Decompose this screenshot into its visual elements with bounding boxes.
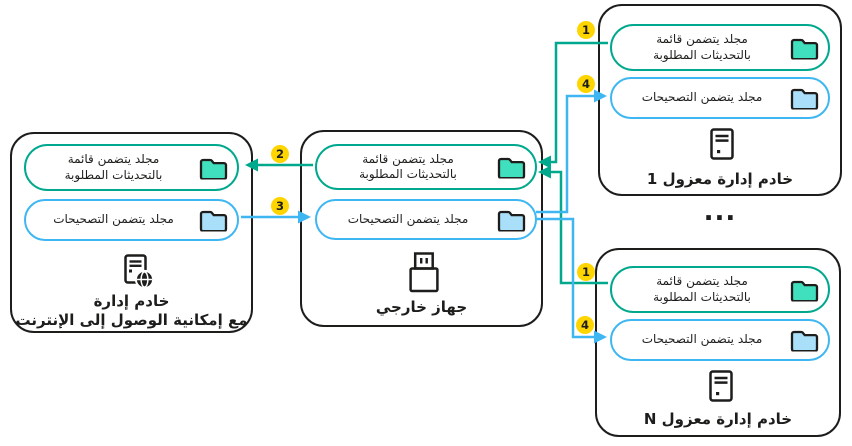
updates-list-label: مجلد يتضمن قائمة بالتحديثات المطلوبة [612, 274, 828, 305]
node-isolated-server-n: مجلد يتضمن قائمة بالتحديثات المطلوبة مجل… [595, 248, 841, 437]
node-isolated-server-1: مجلد يتضمن قائمة بالتحديثات المطلوبة مجل… [598, 4, 842, 196]
updates-list-line1: مجلد يتضمن قائمة [656, 32, 748, 46]
blue-folder-icon [497, 208, 526, 232]
internet-server-label: خادم إدارة مع إمكانية الوصول إلى الإنترن… [12, 292, 251, 329]
green-folder-icon [497, 156, 526, 180]
blue-folder-icon [790, 329, 819, 353]
node-internet-server: مجلد يتضمن قائمة بالتحديثات المطلوبة مجل… [10, 132, 253, 333]
step-badge-2: 2 [271, 145, 289, 163]
updates-list-line1: مجلد يتضمن قائمة [67, 152, 160, 166]
updates-list-line1: مجلد يتضمن قائمة [656, 274, 748, 288]
connector-device-to-server1 [536, 94, 595, 214]
blue-folder-icon [790, 87, 819, 111]
patches-label: مجلد يتضمن التصحيحات [317, 212, 535, 228]
blue-folder-icon [199, 209, 228, 233]
server-tower-icon [710, 128, 734, 160]
patches-label: مجلد يتضمن التصحيحات [612, 332, 828, 348]
updates-list-pill: مجلد يتضمن قائمة بالتحديثات المطلوبة [610, 24, 830, 71]
external-device-label: جهاز خارجي [302, 298, 541, 317]
arrowhead-left-icon [538, 165, 551, 179]
patches-line1: مجلد يتضمن التصحيحات [347, 211, 469, 226]
isolated-server-n-label: خادم إدارة معزول N [597, 410, 839, 429]
node-external-device: مجلد يتضمن قائمة بالتحديثات المطلوبة مجل… [300, 130, 543, 327]
updates-list-pill: مجلد يتضمن قائمة بالتحديثات المطلوبة [315, 144, 537, 190]
updates-list-line2: بالتحديثات المطلوبة [359, 167, 457, 181]
patches-label: مجلد يتضمن التصحيحات [612, 90, 828, 106]
usb-drive-icon [408, 252, 440, 293]
patches-line1: مجلد يتضمن التصحيحات [53, 212, 174, 227]
connector-serverN-to-device [550, 170, 608, 285]
step-badge-1: 1 [577, 21, 595, 39]
arrowhead-right-icon [594, 89, 607, 103]
arrowhead-right-icon [594, 330, 607, 344]
patches-label: مجلد يتضمن التصحيحات [26, 212, 237, 228]
server-tower-icon [709, 370, 733, 402]
updates-list-line2: بالتحديثات المطلوبة [653, 289, 751, 304]
patches-pill: مجلد يتضمن التصحيحات [610, 77, 830, 119]
patches-line1: مجلد يتضمن التصحيحات [641, 90, 763, 105]
updates-list-line1: مجلد يتضمن قائمة [362, 151, 454, 166]
updates-list-label: مجلد يتضمن قائمة بالتحديثات المطلوبة [26, 152, 237, 183]
isolated-server-1-label-line1: خادم إدارة معزول 1 [646, 170, 794, 188]
step-badge-4: 4 [576, 316, 594, 334]
arrowhead-left-icon [245, 158, 258, 172]
isolated-server-1-label: خادم إدارة معزول 1 [600, 170, 840, 189]
green-folder-icon [199, 156, 228, 180]
external-device-label-line1: جهاز خارجي [375, 298, 468, 316]
internet-server-label-line2: مع إمكانية الوصول إلى الإنترنت [15, 310, 248, 329]
updates-list-line2: بالتحديثات المطلوبة [64, 167, 163, 182]
step-badge-3: 3 [271, 197, 289, 215]
patches-pill: مجلد يتضمن التصحيحات [610, 319, 830, 361]
updates-list-label: مجلد يتضمن قائمة بالتحديثات المطلوبة [612, 32, 828, 63]
arrowhead-left-icon [538, 155, 551, 169]
internet-server-label-line1: خادم إدارة [93, 292, 170, 310]
step-badge-1: 1 [577, 263, 595, 281]
updates-list-pill: مجلد يتضمن قائمة بالتحديثات المطلوبة [24, 144, 239, 191]
patches-pill: مجلد يتضمن التصحيحات [315, 199, 537, 240]
updates-list-line2: بالتحديثات المطلوبة [653, 47, 751, 62]
green-folder-icon [790, 278, 819, 302]
server-with-internet-icon [117, 254, 159, 290]
connector-server1-to-device [550, 41, 608, 164]
patches-line1: مجلد يتضمن التصحيحات [641, 332, 763, 347]
step-badge-4: 4 [577, 75, 595, 93]
isolated-server-n-label-line1: خادم إدارة معزول N [643, 410, 793, 428]
connector-device-to-serverN [536, 217, 595, 339]
updates-list-pill: مجلد يتضمن قائمة بالتحديثات المطلوبة [610, 266, 830, 313]
arrowhead-right-icon [298, 210, 311, 224]
green-folder-icon [790, 36, 819, 60]
patches-pill: مجلد يتضمن التصحيحات [24, 199, 239, 241]
updates-list-label: مجلد يتضمن قائمة بالتحديثات المطلوبة [317, 152, 535, 183]
